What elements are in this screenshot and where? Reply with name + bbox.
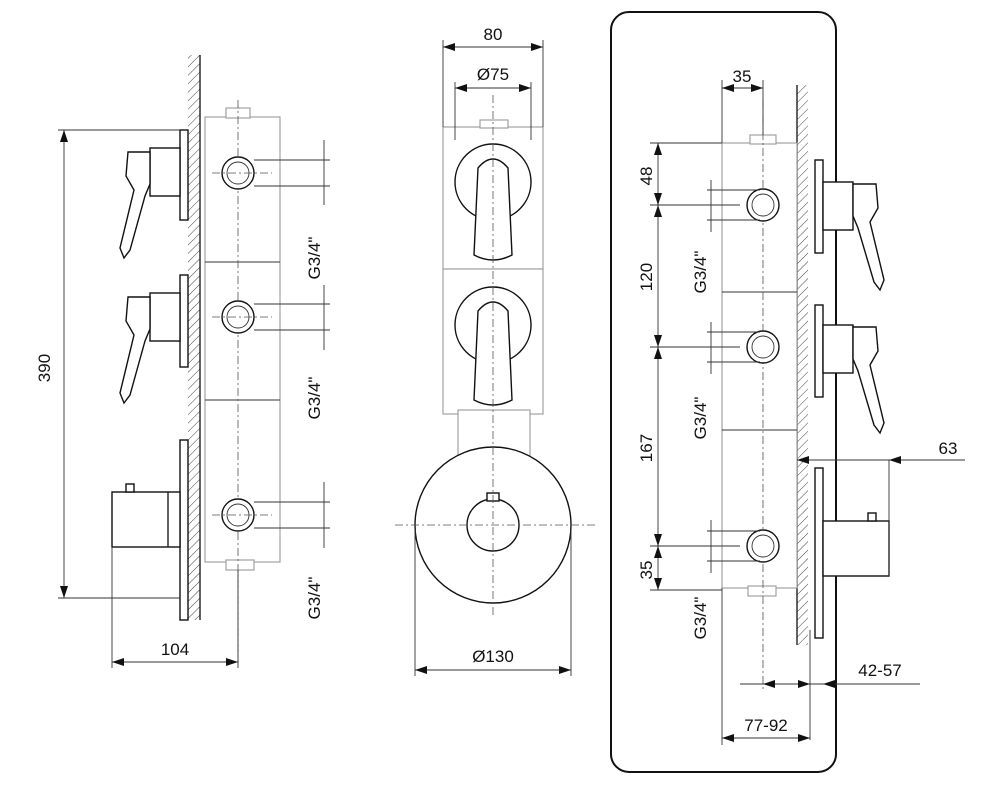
dim-right-48: 48: [637, 167, 656, 186]
lever-handle-left-2: [119, 292, 181, 405]
valve-body-right: [721, 142, 798, 589]
outlet-right-2: [746, 330, 780, 364]
dim-right-167: 167: [637, 434, 656, 462]
wall-hatch-right: [797, 85, 808, 645]
thread-left-3: G3/4": [305, 577, 324, 620]
dim-104: 104: [161, 640, 189, 659]
thread-right-2: G3/4": [691, 397, 710, 440]
dim-390: 390: [35, 354, 54, 382]
dim-right-120: 120: [637, 263, 656, 291]
dim-right-63: 63: [939, 439, 958, 458]
lever-handle-right-1: [822, 181, 885, 292]
outlet-left-2: [212, 300, 272, 334]
dim-d130: Ø130: [472, 647, 514, 666]
side-view-left: 390 104 G3/4" G3/4" G3/4": [35, 55, 330, 668]
dim-right-35-top: 35: [733, 67, 752, 86]
dim-right-77-92: 77-92: [744, 716, 787, 735]
thread-left-2: G3/4": [305, 377, 324, 420]
lever-handle-right-2: [822, 324, 885, 435]
highlight-frame: [610, 11, 837, 773]
thermostat-knob-left: [111, 483, 181, 548]
outlet-left-3: [212, 498, 272, 532]
side-view-right: 35 48 120 167 35 G3/4" G3/4" G3/4": [610, 11, 965, 773]
dim-right-42-57: 42-57: [858, 661, 901, 680]
thread-right-1: G3/4": [691, 251, 710, 294]
thread-left-1: G3/4": [305, 237, 324, 280]
thread-right-3: G3/4": [691, 597, 710, 640]
thermostat-knob-right: [822, 512, 890, 577]
dim-right-35-bottom: 35: [637, 561, 656, 580]
lever-handle-left-1: [119, 147, 181, 260]
outlet-left-1: [212, 156, 272, 190]
dim-80: 80: [484, 25, 503, 44]
outlet-right-1: [746, 188, 780, 222]
wall-hatch-left: [188, 55, 200, 620]
dim-d75: Ø75: [477, 65, 509, 84]
front-view: 80 Ø75 Ø130: [395, 25, 598, 676]
outlet-right-3: [746, 529, 780, 563]
